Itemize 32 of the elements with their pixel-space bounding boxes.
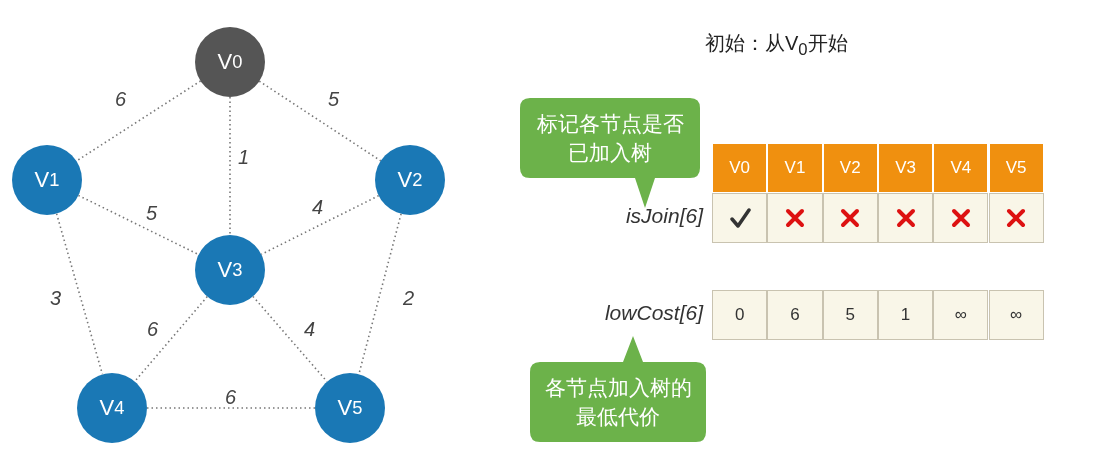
column-header: V4	[933, 143, 989, 193]
column-header: V2	[822, 143, 878, 193]
cost-value: 5	[822, 290, 878, 340]
edge-label: 5	[328, 88, 340, 110]
column-header: V1	[767, 143, 823, 193]
edge-label: 4	[304, 318, 316, 340]
callout-bubble: 各节点加入树的最低代价	[530, 336, 706, 442]
column-header: V0	[712, 143, 768, 193]
dotted-edge	[75, 80, 202, 162]
column-header: V3	[877, 143, 934, 193]
callout-bubble: 标记各节点是否已加入树	[520, 98, 700, 208]
edge-label: 5	[146, 202, 158, 224]
cost-value: ∞	[933, 290, 989, 340]
dotted-edge	[229, 96, 231, 236]
cost-value: 1	[877, 290, 934, 340]
edge-label: 2	[403, 287, 415, 309]
column-header: V5	[988, 143, 1044, 193]
row-label: lowCost[6]	[603, 301, 703, 326]
dotted-edge	[77, 194, 200, 256]
edge-label: 4	[312, 196, 324, 218]
edge-label: 6	[225, 386, 237, 408]
dotted-edge	[146, 407, 316, 409]
edge-label: 6	[115, 88, 127, 110]
dotted-edge	[133, 295, 209, 383]
edge-label: 6	[147, 318, 159, 340]
edge-label: 1	[238, 146, 250, 168]
edge-label: 3	[50, 287, 62, 309]
cost-value: ∞	[988, 290, 1044, 340]
title: 初始：从V$_{0}$开始	[705, 31, 848, 60]
cost-value: 6	[767, 290, 823, 340]
dotted-edge	[358, 213, 402, 375]
cost-value: 0	[712, 290, 768, 340]
